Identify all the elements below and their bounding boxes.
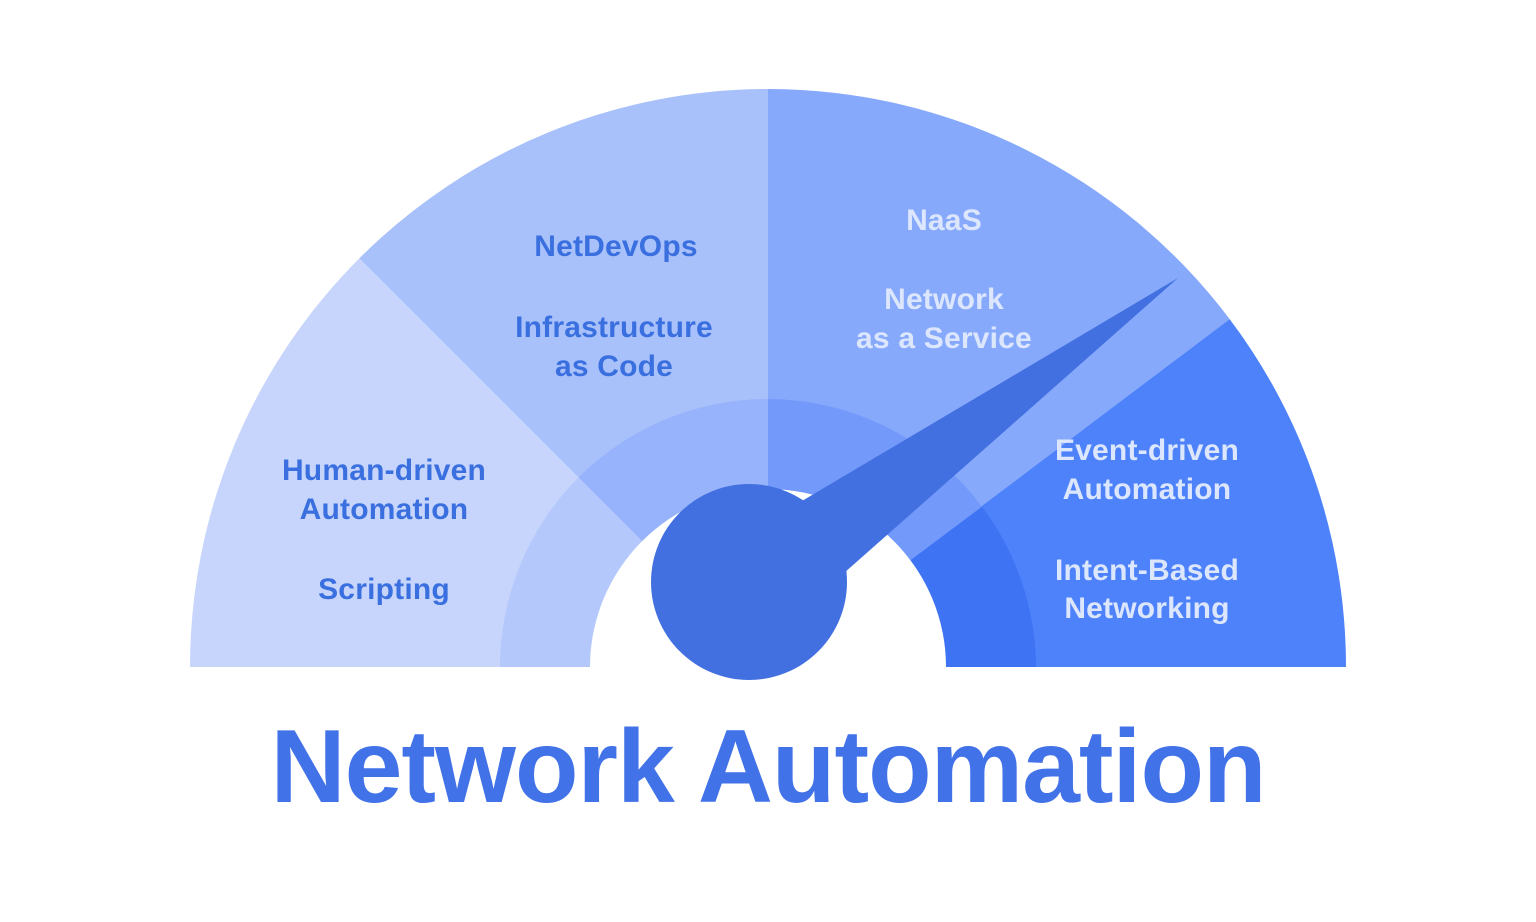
segment-label: Automation (300, 493, 469, 526)
needle-hub (651, 484, 847, 680)
gauge-needle[interactable] (651, 278, 1178, 680)
needle-pointer-icon (712, 278, 1178, 600)
page-title: Network Automation (270, 709, 1265, 825)
segment-label: NetDevOps (534, 230, 698, 263)
segment-label: Event-driven (1055, 434, 1239, 467)
segment-label: Human-driven (282, 454, 486, 487)
segment-label-group-netdevops: NetDevOps Infrastructure as Code (515, 230, 713, 383)
segment-label: NaaS (906, 204, 982, 237)
segment-label-group-event-driven: Event-driven Automation Intent-Based Net… (1055, 434, 1239, 625)
segment-label: Networking (1064, 592, 1229, 625)
segment-label: Automation (1063, 473, 1232, 506)
segment-label: as Code (555, 350, 673, 383)
segment-label: Infrastructure (515, 311, 713, 344)
segment-label: Scripting (318, 573, 450, 606)
segment-label-group-human-driven: Human-driven Automation Scripting (282, 454, 486, 606)
segment-label: as a Service (856, 322, 1032, 355)
segment-label: Network (884, 283, 1004, 316)
segment-label: Intent-Based (1055, 554, 1239, 587)
segment-label-group-naas: NaaS Network as a Service (856, 204, 1032, 355)
